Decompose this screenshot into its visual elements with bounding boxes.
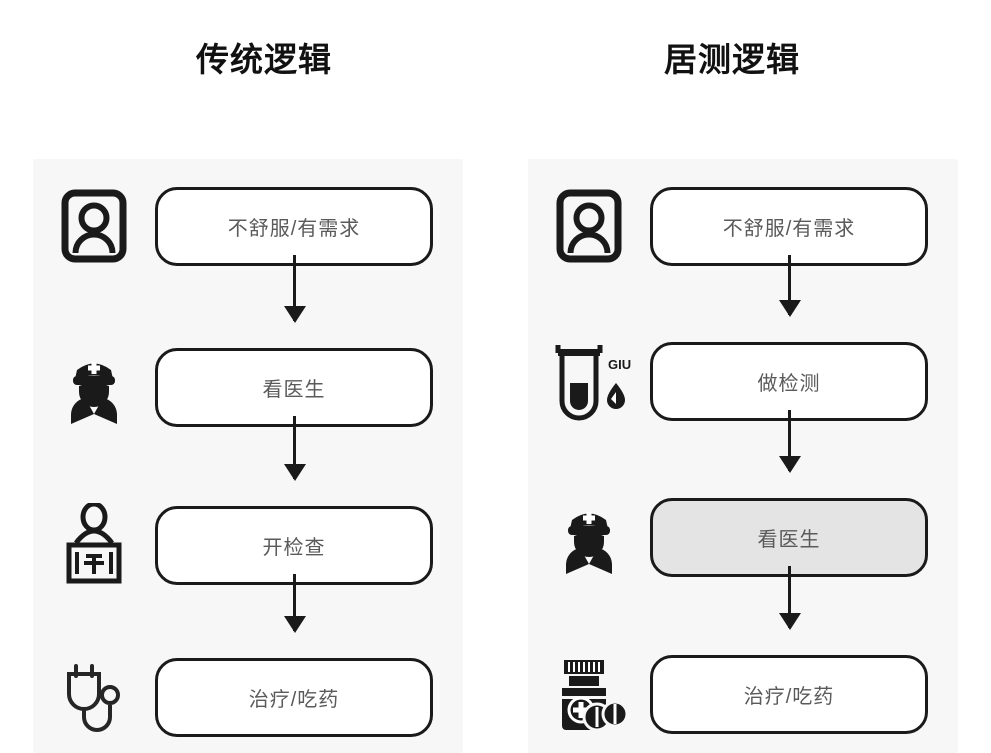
- step-box[interactable]: 不舒服/有需求: [155, 186, 433, 266]
- flow-step-row: 不舒服/有需求: [528, 176, 958, 276]
- flow-step-row: 看医生: [33, 337, 463, 437]
- test-tube-label: GIU: [608, 357, 631, 372]
- flow-arrow-down-icon: [788, 566, 791, 628]
- step-box-highlighted[interactable]: 看医生: [650, 497, 928, 577]
- flow-step-row: 治疗/吃药: [33, 647, 463, 747]
- step-label: 开检查: [262, 536, 326, 559]
- step-label: 不舒服/有需求: [227, 217, 361, 240]
- flow-arrow-down-icon: [788, 255, 791, 315]
- step-box[interactable]: 不舒服/有需求: [650, 186, 928, 266]
- flow-arrow-down-icon: [788, 410, 791, 471]
- person-in-frame-icon: [528, 176, 650, 276]
- person-in-frame-icon: [33, 176, 155, 276]
- doctor-icon: [528, 487, 650, 587]
- step-label: 做检测: [757, 372, 821, 395]
- flow-step-row: 治疗/吃药: [528, 644, 958, 744]
- panel-testing-flow: 不舒服/有需求 GIU: [528, 159, 958, 753]
- flow-arrow-down-icon: [293, 574, 296, 631]
- step-label: 不舒服/有需求: [722, 217, 856, 240]
- test-tube-icon: GIU: [528, 331, 650, 431]
- doctor-icon: [33, 337, 155, 437]
- flow-step-row: 看医生: [528, 487, 958, 587]
- step-box[interactable]: 治疗/吃药: [155, 657, 433, 737]
- step-label: 看医生: [262, 378, 326, 401]
- pill-bottle-icon: [528, 644, 650, 744]
- step-box[interactable]: 开检查: [155, 505, 433, 585]
- flow-arrow-down-icon: [293, 255, 296, 321]
- flow-step-row: 开检查: [33, 495, 463, 595]
- step-label: 治疗/吃药: [248, 688, 340, 711]
- panel-traditional-flow: 不舒服/有需求: [33, 159, 463, 753]
- flow-step-row: 不舒服/有需求: [33, 176, 463, 276]
- column-title-testing: 居测逻辑: [664, 41, 800, 78]
- column-title-traditional: 传统逻辑: [196, 41, 332, 78]
- step-box[interactable]: 做检测: [650, 341, 928, 421]
- step-box[interactable]: 治疗/吃药: [650, 654, 928, 734]
- flow-step-row: GIU 做检测: [528, 331, 958, 431]
- step-label: 治疗/吃药: [743, 685, 835, 708]
- stethoscope-icon: [33, 647, 155, 747]
- flow-arrow-down-icon: [293, 416, 296, 479]
- step-box[interactable]: 看医生: [155, 347, 433, 427]
- step-label: 看医生: [757, 528, 821, 551]
- medical-record-icon: [33, 495, 155, 595]
